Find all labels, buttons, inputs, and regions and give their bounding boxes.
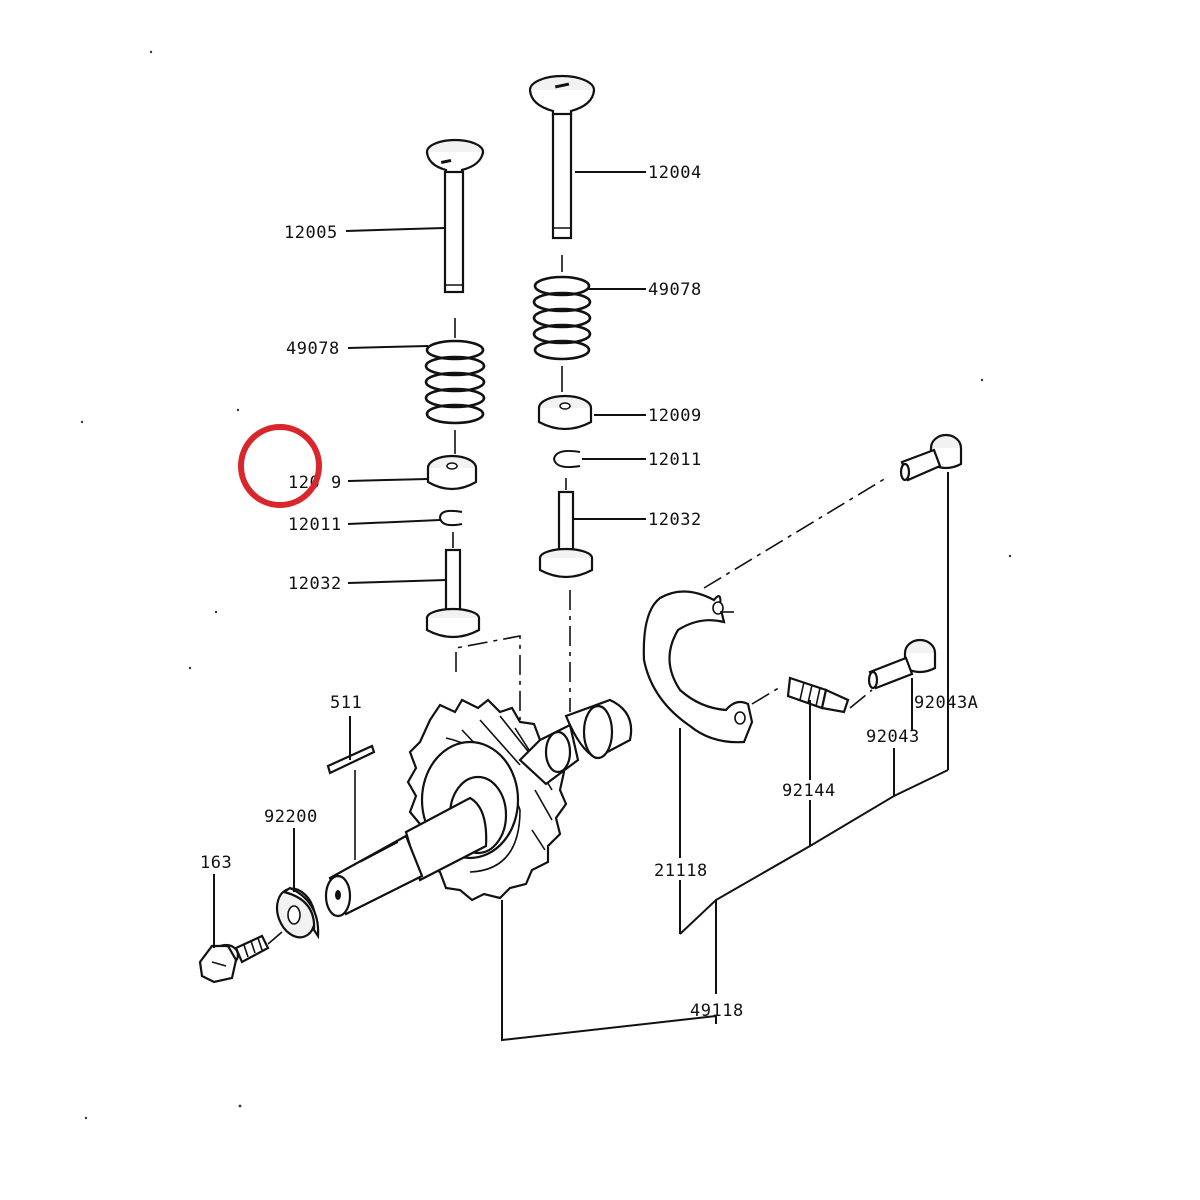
part-labels: 12005 12004 49078 49078 120 9 12009 1201…: [200, 163, 978, 1021]
bolt-92043A: [899, 433, 963, 482]
highlight-circle: [238, 424, 322, 508]
label-12009-right: 12009: [648, 406, 702, 426]
left-keeper-12011: [438, 509, 463, 527]
label-12032-right: 12032: [648, 510, 702, 530]
label-12011-left: 12011: [288, 515, 342, 535]
right-keeper-12011: [552, 449, 581, 469]
label-12005: 12005: [284, 223, 338, 243]
right-retainer-12009: [537, 366, 593, 431]
scan-specks: [80, 50, 1012, 1120]
right-valve-12004: [528, 74, 596, 240]
label-49118: 49118: [690, 1001, 744, 1021]
bolt-92043: [867, 638, 937, 690]
label-49078-right: 49078: [648, 280, 702, 300]
label-92043A: 92043A: [914, 693, 978, 713]
label-12032-left: 12032: [288, 574, 342, 594]
label-12011-right: 12011: [648, 450, 702, 470]
label-12004: 12004: [648, 163, 702, 183]
dowel-92144: [786, 676, 850, 714]
label-92200: 92200: [264, 807, 318, 827]
camshaft-gear: [324, 698, 633, 918]
right-spring-49078: [532, 255, 592, 361]
label-92144: 92144: [782, 781, 836, 801]
left-tappet-12032: [425, 532, 481, 639]
leader-lines: [213, 171, 949, 1042]
label-21118: 21118: [654, 861, 708, 881]
plate-21118: [642, 590, 754, 744]
right-tappet-12032: [538, 478, 594, 579]
label-92043: 92043: [866, 727, 920, 747]
washer-92200: [275, 886, 320, 940]
label-511: 511: [330, 693, 362, 713]
bolt-163: [198, 931, 283, 984]
left-valve-12005: [425, 138, 485, 294]
left-spring-49078: [424, 318, 486, 425]
label-163: 163: [200, 853, 232, 873]
label-49078-left: 49078: [286, 339, 340, 359]
left-retainer-12009: [426, 430, 478, 491]
